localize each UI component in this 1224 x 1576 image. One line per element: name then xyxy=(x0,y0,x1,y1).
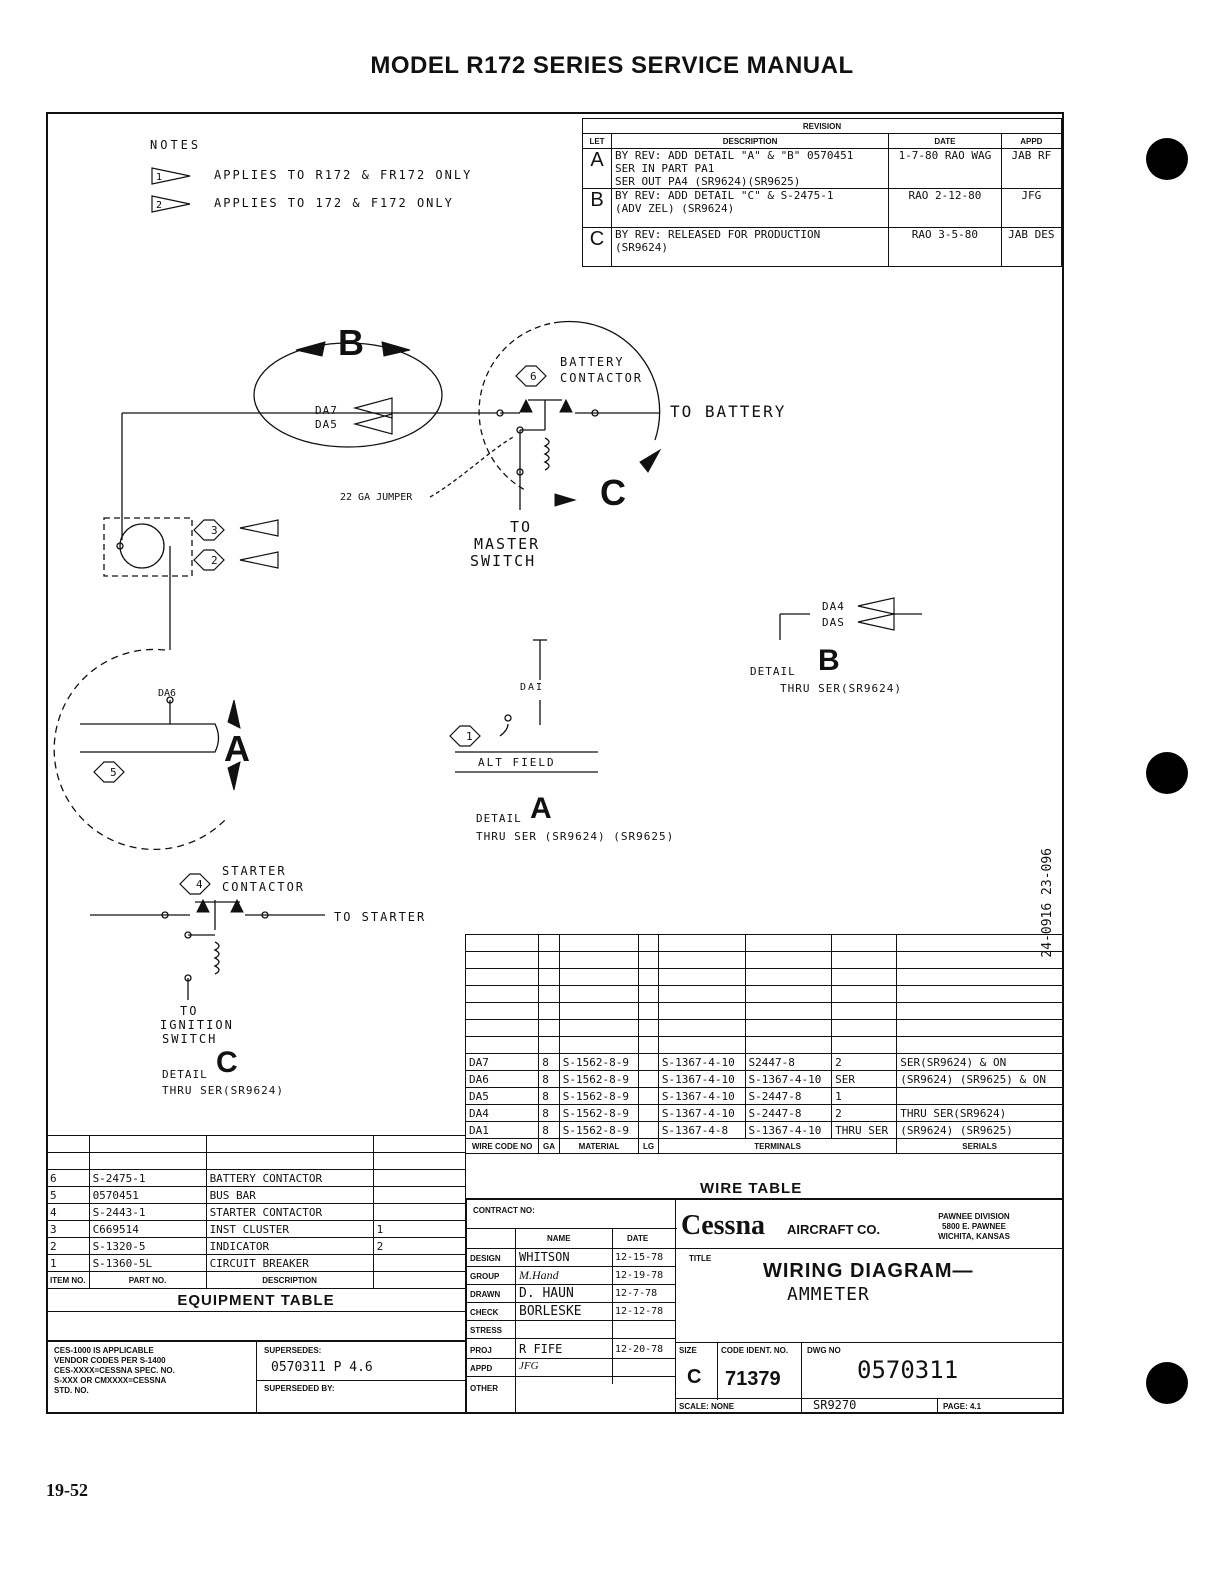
detail-a-letter: A xyxy=(530,792,552,825)
wire-table-title: WIRE TABLE xyxy=(700,1180,803,1197)
supersedes-value: 0570311 P 4.6 xyxy=(271,1360,373,1375)
title-block: CONTRACT NO: NAME DATE DESIGN WHITSON 12… xyxy=(465,1198,1063,1414)
note-flags: 1 2 xyxy=(151,167,191,213)
detail-a-label: DETAIL xyxy=(476,812,522,825)
note-1: APPLIES TO R172 & FR172 ONLY xyxy=(214,168,473,182)
revision-row: C BY REV: RELEASED FOR PRODUCTION (SR962… xyxy=(582,227,1063,267)
note-flag-2: 2 xyxy=(156,200,162,211)
equipment-table-header: ITEM NO.PART NO.DESCRIPTION xyxy=(46,1271,467,1289)
item-3-label: 3 xyxy=(211,524,220,537)
detail-b-thru: THRU SER(SR9624) xyxy=(780,682,902,695)
to-ignition-1: TO xyxy=(180,1004,199,1018)
notes-title: NOTES xyxy=(150,138,202,152)
starter-contactor-2: CONTACTOR xyxy=(222,880,306,894)
drawing-title-2: AMMETER xyxy=(787,1284,870,1305)
punch-hole xyxy=(1146,1362,1188,1404)
detail-c-label: DETAIL xyxy=(162,1068,208,1081)
battery-contactor-label: BATTERY CONTACTOR xyxy=(560,355,644,385)
punch-hole xyxy=(1146,752,1188,794)
to-master-2: MASTER xyxy=(474,535,541,553)
item-4-label: 4 xyxy=(196,878,205,891)
detail-c-thru: THRU SER(SR9624) xyxy=(162,1084,284,1097)
note-flag-1: 1 xyxy=(156,172,162,183)
detail-b-letter: B xyxy=(818,644,840,677)
item-5-label: 5 xyxy=(110,766,119,779)
to-master-3: SWITCH xyxy=(470,552,537,570)
alt-field-label: ALT FIELD xyxy=(478,756,556,769)
detail-a-thru: THRU SER (SR9624) (SR9625) xyxy=(476,830,675,843)
revision-row: B BY REV: ADD DETAIL "C" & S-2475-1(ADV … xyxy=(582,188,1063,228)
da5-label: DA5 xyxy=(315,418,338,431)
item-1-label: 1 xyxy=(466,730,475,743)
to-battery-label: TO BATTERY xyxy=(670,402,787,421)
drawing-title-1: WIRING DIAGRAM— xyxy=(763,1260,974,1282)
item-6-label: 6 xyxy=(530,370,539,383)
detail-b-label: DETAIL xyxy=(750,665,796,678)
drawing-sheet xyxy=(46,112,1064,1414)
to-starter-label: TO STARTER xyxy=(334,910,427,924)
da1-label: DAI xyxy=(520,682,545,693)
punch-hole xyxy=(1146,138,1188,180)
da6-label: DA6 xyxy=(158,688,177,699)
jumper-label: 22 GA JUMPER xyxy=(340,492,413,503)
big-a-label: A xyxy=(224,728,250,769)
to-ignition-2: IGNITION xyxy=(160,1018,234,1032)
big-c-label: C xyxy=(600,472,626,513)
equipment-table-title: EQUIPMENT TABLE xyxy=(46,1288,466,1312)
detail-b-da5: DAS xyxy=(822,616,845,629)
note-2: APPLIES TO 172 & F172 ONLY xyxy=(214,196,454,210)
to-master-1: TO xyxy=(510,518,533,536)
to-ignition-3: SWITCH xyxy=(162,1032,218,1046)
page-number: 19-52 xyxy=(46,1480,88,1500)
page-title: MODEL R172 SERIES SERVICE MANUAL xyxy=(370,52,854,79)
detail-c-letter: C xyxy=(216,1046,238,1079)
revision-table: REVISION LET DESCRIPTION DATE APPD A BY … xyxy=(582,118,1063,267)
detail-b-da4: DA4 xyxy=(822,600,845,613)
drawing-number: 0570311 xyxy=(857,1356,959,1384)
starter-contactor-1: STARTER xyxy=(222,864,287,878)
big-b-label: B xyxy=(338,322,364,363)
item-2-label: 2 xyxy=(211,554,220,567)
da7-label: DA7 xyxy=(315,404,338,417)
cessna-logo: Cessna xyxy=(681,1210,766,1241)
